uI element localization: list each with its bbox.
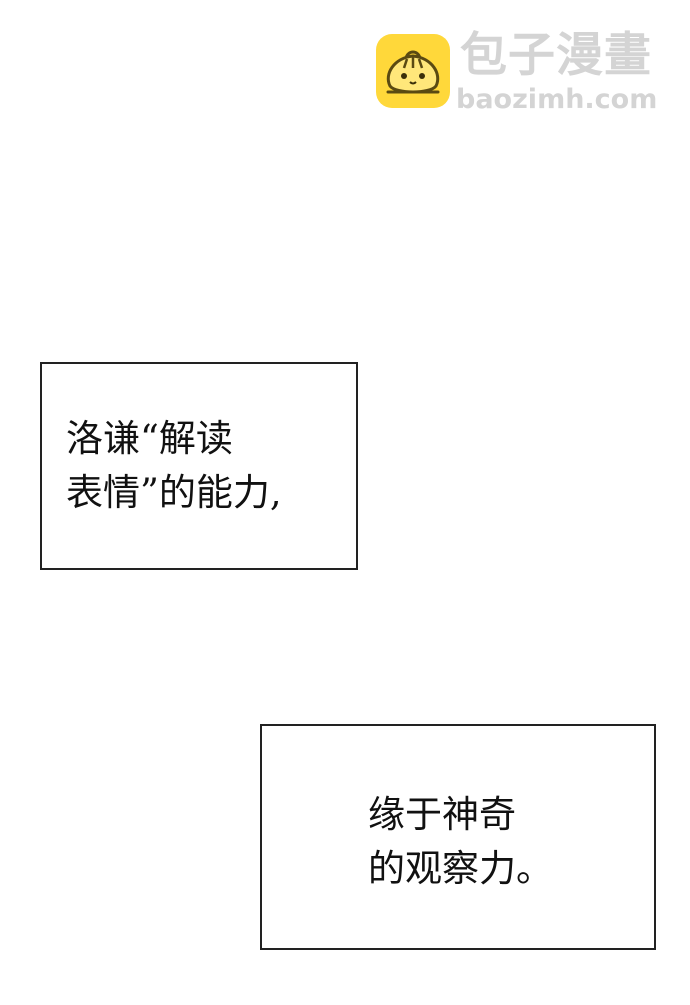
- watermark-domain: baozimh.com: [456, 84, 658, 115]
- caption-2-line-2: 的观察力。: [368, 847, 553, 890]
- caption-1-line-1: 洛谦“解读: [66, 417, 233, 460]
- caption-text-1: 洛谦“解读 表情”的能力,: [66, 412, 282, 520]
- caption-2-line-1: 缘于神奇: [368, 793, 516, 836]
- caption-box-1: 洛谦“解读 表情”的能力,: [40, 362, 358, 570]
- watermark-logo: 包子漫畫 baozimh.com: [376, 28, 666, 115]
- steamed-bun-icon: [376, 34, 450, 108]
- caption-text-2: 缘于神奇 的观察力。: [368, 788, 553, 896]
- caption-1-line-2: 表情”的能力,: [66, 471, 282, 514]
- caption-box-2: 缘于神奇 的观察力。: [260, 724, 656, 950]
- watermark-site-name: 包子漫畫: [460, 28, 652, 83]
